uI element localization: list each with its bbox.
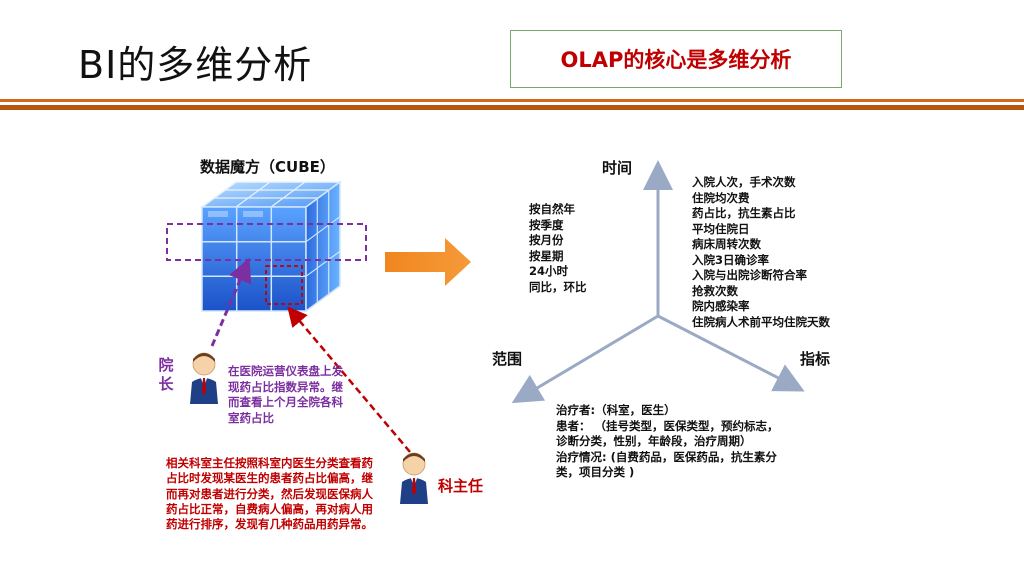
list-item: 入院与出院诊断符合率	[692, 268, 807, 282]
list-item: 药占比，抗生素占比	[692, 206, 796, 220]
list-item: 治疗情况: (自费药品，医保药品，抗生素分类，项目分类 )	[556, 449, 777, 480]
list-item: 同比，环比	[529, 279, 587, 294]
metric-items: 入院人次，手术次数 住院均次费 药占比，抗生素占比 平均住院日 病床周转次数 入…	[692, 175, 830, 330]
list-item: 按月份	[529, 233, 564, 247]
president-label: 院长	[158, 356, 174, 393]
slide-title: BI的多维分析	[78, 43, 313, 87]
header-rule-thick	[0, 105, 1024, 110]
axis-label-time: 时间	[602, 159, 633, 177]
cube-title: 数据魔方（CUBE）	[200, 158, 335, 176]
list-item: 按自然年	[529, 202, 575, 216]
header-rule	[0, 99, 1024, 102]
director-arrow	[287, 306, 411, 453]
list-item: 24小时	[529, 264, 569, 278]
list-item: 患者： （挂号类型，医保类型，预约标志，诊断分类，性别，年龄段，治疗周期）	[556, 418, 779, 449]
olap-callout: OLAP的核心是多维分析	[510, 30, 842, 88]
axis-label-metrics: 指标	[800, 350, 831, 368]
list-item: 住院病人术前平均住院天数	[692, 314, 830, 329]
director-label: 科主任	[438, 477, 484, 495]
transition-arrow	[385, 238, 471, 286]
data-cube	[199, 180, 343, 313]
list-item: 住院均次费	[692, 190, 750, 205]
list-item: 治疗者:（科室，医生）	[556, 403, 676, 417]
list-item: 抢救次数	[692, 283, 738, 298]
time-items: 按自然年 按季度 按月份 按星期 24小时 同比，环比	[529, 202, 587, 295]
list-item: 按季度	[529, 217, 564, 232]
list-item: 入院人次，手术次数	[692, 175, 796, 189]
president-note: 在医院运营仪表盘上发现药占比指数异常。继而查看上个月全院各科室药占比	[228, 364, 343, 425]
person-icon	[190, 352, 218, 404]
list-item: 院内感染率	[692, 299, 750, 313]
dimension-axes	[511, 160, 805, 404]
list-item: 按星期	[529, 248, 564, 263]
slice-highlight	[166, 223, 367, 261]
axis-label-scope: 范围	[492, 350, 523, 368]
scope-items: 治疗者:（科室，医生） 患者： （挂号类型，医保类型，预约标志，诊断分类，性别，…	[556, 403, 782, 481]
president-arrow	[210, 257, 252, 347]
list-item: 病床周转次数	[692, 237, 761, 251]
list-item: 入院3日确诊率	[692, 252, 770, 267]
person-icon	[400, 452, 428, 504]
cell-highlight	[265, 265, 303, 305]
director-note: 相关科室主任按照科室内医生分类查看药占比时发现某医生的患者药占比偏高，继而再对患…	[166, 456, 373, 532]
list-item: 平均住院日	[692, 221, 750, 236]
